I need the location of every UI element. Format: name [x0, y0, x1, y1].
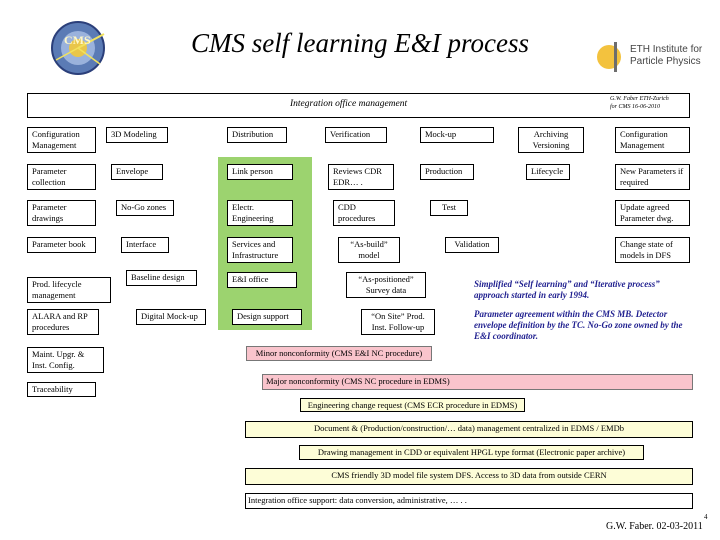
ei-office: E&I office [227, 272, 297, 288]
engineering-change-request-bar: Engineering change request (CMS ECR proc… [300, 398, 525, 412]
envelope: Envelope [111, 164, 163, 180]
eth-logo: ETH Institute for Particle Physics [596, 40, 706, 74]
distribution: Distribution [227, 127, 287, 143]
verification: Verification [325, 127, 387, 143]
archiving-versioning: Archiving Versioning [518, 127, 584, 153]
prod-lifecycle-management: Prod. lifecycle management [27, 277, 111, 303]
link-person: Link person [227, 164, 293, 180]
3d-modeling: 3D Modeling [106, 127, 168, 143]
traceability: Traceability [27, 382, 96, 397]
alara-rp-procedures: ALARA and RP procedures [27, 309, 99, 335]
services-infrastructure: Services and Infrastructure [227, 237, 293, 263]
integration-office-header: Integration office management G.W. Faber… [27, 93, 690, 118]
maint-upgr-inst-config: Maint. Upgr. & Inst. Config. [27, 347, 104, 373]
note-parameter-agreement: Parameter agreement within the CMS MB. D… [474, 309, 683, 341]
note-self-learning: Simplified “Self learning” and “Iterativ… [474, 279, 660, 300]
interface: Interface [121, 237, 169, 253]
electr-engineering: Electr. Engineering [227, 200, 293, 226]
integration-support-bar: Integration office support: data convers… [245, 493, 693, 509]
as-positioned-survey-data: “As-positioned” Survey data [346, 272, 426, 298]
parameter-collection: Parameter collection [27, 164, 96, 190]
as-build-model: “As-build” model [338, 237, 400, 263]
update-parameter-dwg: Update agreed Parameter dwg. [615, 200, 690, 226]
parameter-drawings: Parameter drawings [27, 200, 96, 226]
logo-text-line1: ETH Institute for [630, 44, 703, 55]
production: Production [420, 164, 474, 180]
configuration-management-right: Configuration Management [615, 127, 690, 153]
reviews-cdr-edr: Reviews CDR EDR… . [328, 164, 394, 190]
major-nonconformity-bar: Major nonconformity (CMS NC procedure in… [262, 374, 693, 390]
cdd-procedures: CDD procedures [333, 200, 395, 226]
new-parameters: New Parameters if required [615, 164, 690, 190]
svg-text:CMS: CMS [64, 33, 91, 47]
header-label: Integration office management [290, 99, 408, 109]
on-site-follow-up: “On Site” Prod. Inst. Follow-up [361, 309, 435, 335]
design-support: Design support [232, 309, 302, 325]
lifecycle: Lifecycle [526, 164, 570, 180]
document-management-bar: Document & (Production/construction/… da… [245, 421, 693, 438]
credit-line2: for CMS 16-06-2010 [610, 104, 660, 110]
test: Test [430, 200, 468, 216]
mock-up: Mock-up [420, 127, 494, 143]
minor-nonconformity-bar: Minor nonconformity (CMS E&I NC procedur… [246, 346, 432, 361]
configuration-management-left: Configuration Management [27, 127, 96, 153]
no-go-zones: No-Go zones [116, 200, 174, 216]
change-state-models: Change state of models in DFS [615, 237, 690, 263]
dfs-file-system-bar: CMS friendly 3D model file system DFS. A… [245, 468, 693, 485]
validation: Validation [445, 237, 499, 253]
digital-mock-up: Digital Mock-up [136, 309, 206, 325]
parameter-book: Parameter book [27, 237, 96, 253]
cms-logo: CMS [50, 20, 106, 76]
page-number: 4 [704, 513, 708, 521]
drawing-management-bar: Drawing management in CDD or equivalent … [299, 445, 644, 460]
baseline-design: Baseline design [126, 270, 197, 286]
slide-title: CMS self learning E&I process [191, 28, 529, 58]
credit-line1: G.W. Faber ETH-Zurich [610, 96, 669, 102]
footer-credit: G.W. Faber. 02-03-2011 [606, 521, 703, 532]
logo-text-line2: Particle Physics [630, 56, 701, 67]
